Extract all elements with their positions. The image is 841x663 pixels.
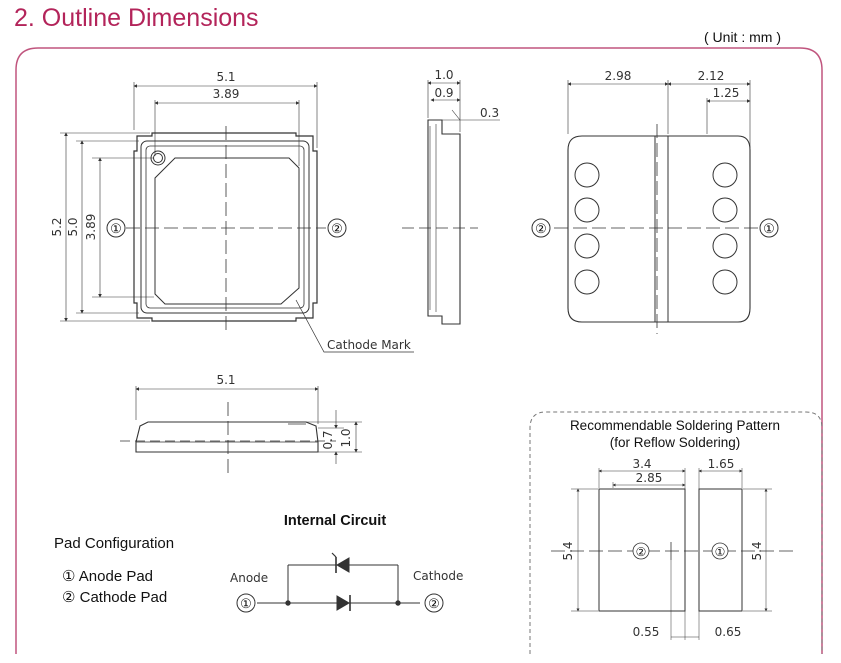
cathode-mark-label: Cathode Mark bbox=[327, 338, 411, 352]
tv-width-inner: 3.89 bbox=[213, 87, 240, 101]
tv-height-outer: 5.2 bbox=[50, 217, 64, 236]
sp-d-54-left: 5.4 bbox=[561, 541, 575, 560]
inner-lens bbox=[154, 157, 300, 305]
package-outline bbox=[133, 132, 318, 322]
tv-pin-left: ① bbox=[110, 221, 122, 236]
pad-config-item-2: ② Cathode Pad bbox=[62, 589, 167, 606]
internal-circuit bbox=[236, 552, 444, 613]
bv-pin-right: ① bbox=[763, 221, 775, 236]
sp-d-065: 0.65 bbox=[715, 625, 742, 639]
ic-cathode: Cathode bbox=[413, 569, 463, 583]
sp-pin-left: ② bbox=[636, 545, 647, 559]
bv-d2: 2.12 bbox=[698, 69, 725, 83]
pad-config-title: Pad Configuration bbox=[54, 535, 174, 552]
sp-d-165: 1.65 bbox=[708, 457, 735, 471]
sp-d-285: 2.85 bbox=[636, 471, 663, 485]
sp-d-055: 0.55 bbox=[633, 625, 660, 639]
sp-title-1: Recommendable Soldering Pattern bbox=[570, 418, 780, 433]
diode-forward bbox=[336, 595, 350, 611]
unit-label: ( Unit : mm ) bbox=[704, 29, 781, 45]
bv-pin-left: ② bbox=[535, 221, 547, 236]
tv-height-mid: 5.0 bbox=[66, 217, 80, 236]
diode-reverse bbox=[336, 557, 350, 573]
pad-config-item-1: ① Anode Pad bbox=[62, 568, 153, 585]
sp-d-34: 3.4 bbox=[632, 457, 651, 471]
soldering-pattern bbox=[529, 411, 823, 654]
bv-d1: 2.98 bbox=[605, 69, 632, 83]
bottom-view bbox=[531, 80, 779, 334]
outer-frame bbox=[15, 47, 823, 654]
sv-d2: 0.9 bbox=[434, 86, 453, 100]
sp-d-54-right: 5.4 bbox=[750, 541, 764, 560]
ic-title: Internal Circuit bbox=[284, 513, 386, 529]
sp-title-2: (for Reflow Soldering) bbox=[610, 435, 741, 450]
tv-width-outer: 5.1 bbox=[216, 70, 235, 84]
front-view bbox=[120, 386, 362, 474]
tv-height-inner: 3.89 bbox=[84, 214, 98, 241]
fv-width: 5.1 bbox=[216, 373, 235, 387]
top-view bbox=[60, 82, 414, 353]
ic-pin2: ② bbox=[428, 596, 440, 611]
ic-anode: Anode bbox=[230, 571, 268, 585]
sv-d1: 1.0 bbox=[434, 68, 453, 82]
sv-d3: 0.3 bbox=[480, 106, 499, 120]
bv-d3: 1.25 bbox=[713, 86, 740, 100]
sp-pin-right: ① bbox=[715, 545, 726, 559]
ic-pin1: ① bbox=[240, 596, 252, 611]
page-title: 2. Outline Dimensions bbox=[14, 4, 259, 32]
fv-h1: 0.7 bbox=[321, 430, 335, 449]
tv-pin-right: ② bbox=[331, 221, 343, 236]
fv-h2: 1.0 bbox=[339, 428, 353, 447]
side-view bbox=[402, 80, 500, 325]
